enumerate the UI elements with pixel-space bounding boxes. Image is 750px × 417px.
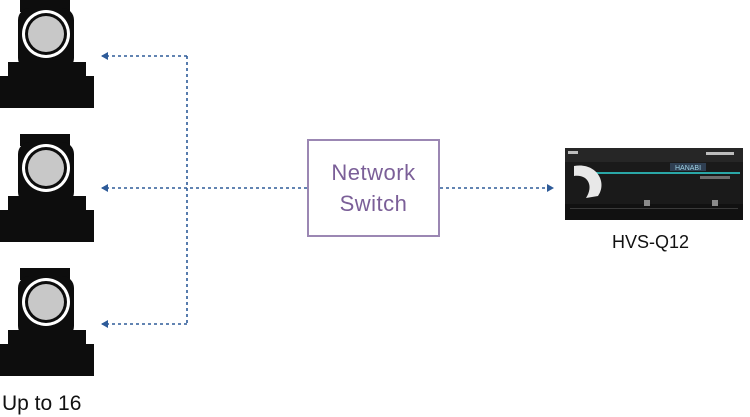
rack-switcher-icon: HANABI	[565, 148, 743, 220]
switch-label-line2: Switch	[339, 191, 408, 216]
network-switch-box: Network Switch	[307, 139, 440, 237]
ptz-camera-icon	[0, 0, 94, 108]
camera-bus-links	[101, 52, 554, 328]
ptz-camera-icon	[0, 134, 94, 242]
camera-count-label: Up to 16	[2, 392, 82, 415]
device-panel-text: HANABI	[675, 165, 701, 172]
device-name-label: HVS-Q12	[612, 232, 690, 252]
ptz-camera-icon	[0, 268, 94, 376]
switch-label-line1: Network	[331, 160, 416, 185]
